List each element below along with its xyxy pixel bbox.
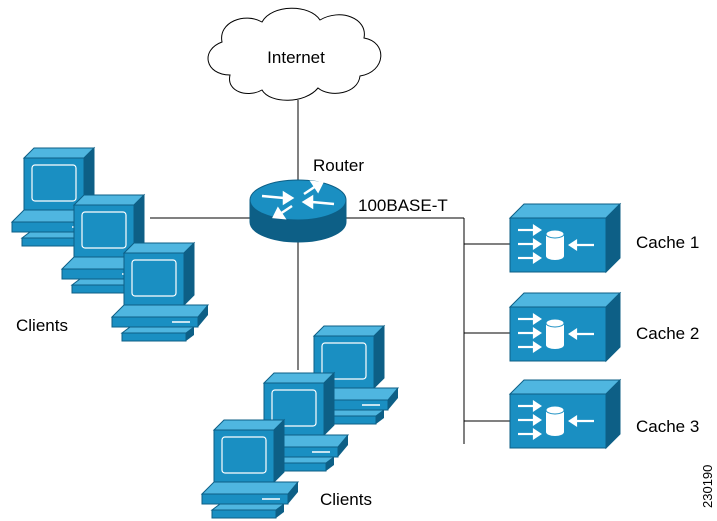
internet-cloud: Internet	[207, 7, 382, 101]
client-group-bottom: Clients	[201, 325, 399, 519]
desktop-pc-icon	[201, 419, 299, 519]
cache-engine-icon	[508, 202, 622, 274]
link-speed-label: 100BASE-T	[358, 196, 448, 215]
cache-2-label: Cache 2	[636, 324, 699, 343]
cache-engine-1: Cache 1	[508, 202, 699, 274]
internet-label: Internet	[267, 48, 325, 67]
router-label: Router	[313, 156, 364, 175]
clients-bottom-label: Clients	[320, 490, 372, 509]
cache-engine-2: Cache 2	[508, 291, 699, 363]
cloud-icon	[207, 7, 382, 101]
cache-3-label: Cache 3	[636, 417, 699, 436]
desktop-pc-icon	[111, 242, 209, 342]
client-group-left: Clients	[11, 147, 209, 342]
cache-1-label: Cache 1	[636, 233, 699, 252]
router-icon	[249, 179, 347, 243]
cache-engine-icon	[508, 291, 622, 363]
router: Router	[249, 156, 364, 243]
figure-id: 230190	[700, 465, 715, 508]
connection-lines	[150, 100, 510, 444]
cache-engine-3: Cache 3	[508, 378, 699, 450]
clients-left-label: Clients	[16, 316, 68, 335]
cache-engine-icon	[508, 378, 622, 450]
